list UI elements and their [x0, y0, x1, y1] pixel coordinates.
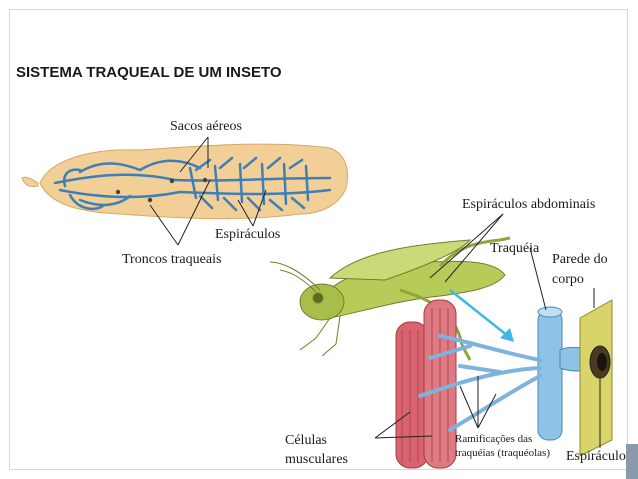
tracheole-branches	[418, 334, 542, 432]
grasshopper-leader-lines	[429, 213, 504, 283]
spiracle-dots	[115, 177, 208, 203]
muscle-cells	[395, 299, 457, 469]
label-espiraculos-abdominais: Espiráculos abdominais	[462, 197, 596, 212]
label-troncos-traqueais: Troncos traqueais	[122, 252, 222, 267]
label-espiraculo: Espiráculo	[566, 449, 626, 464]
label-celulas-musculares: Células musculares	[285, 433, 348, 467]
slide-frame	[9, 9, 628, 470]
slide-title: SISTEMA TRAQUEAL DE UM INSETO	[16, 64, 282, 81]
label-parede-do-corpo: Parede do corpo	[552, 252, 608, 287]
grasshopper	[269, 236, 511, 361]
label-ramificacoes: Ramificações das traquéias (traquéolas)	[455, 433, 550, 459]
label-traqueia: Traquéia	[490, 241, 540, 256]
air-flow-arrow	[449, 289, 514, 342]
leader-lines-left	[149, 136, 267, 246]
slide-accent-bar	[626, 444, 638, 479]
body-wall	[579, 299, 613, 457]
leader-lines-right	[374, 247, 601, 448]
tracheal-network	[53, 156, 332, 212]
label-sacos-aereos: Sacos aéreos	[170, 119, 242, 134]
label-espiraculos: Espiráculos	[215, 227, 281, 242]
